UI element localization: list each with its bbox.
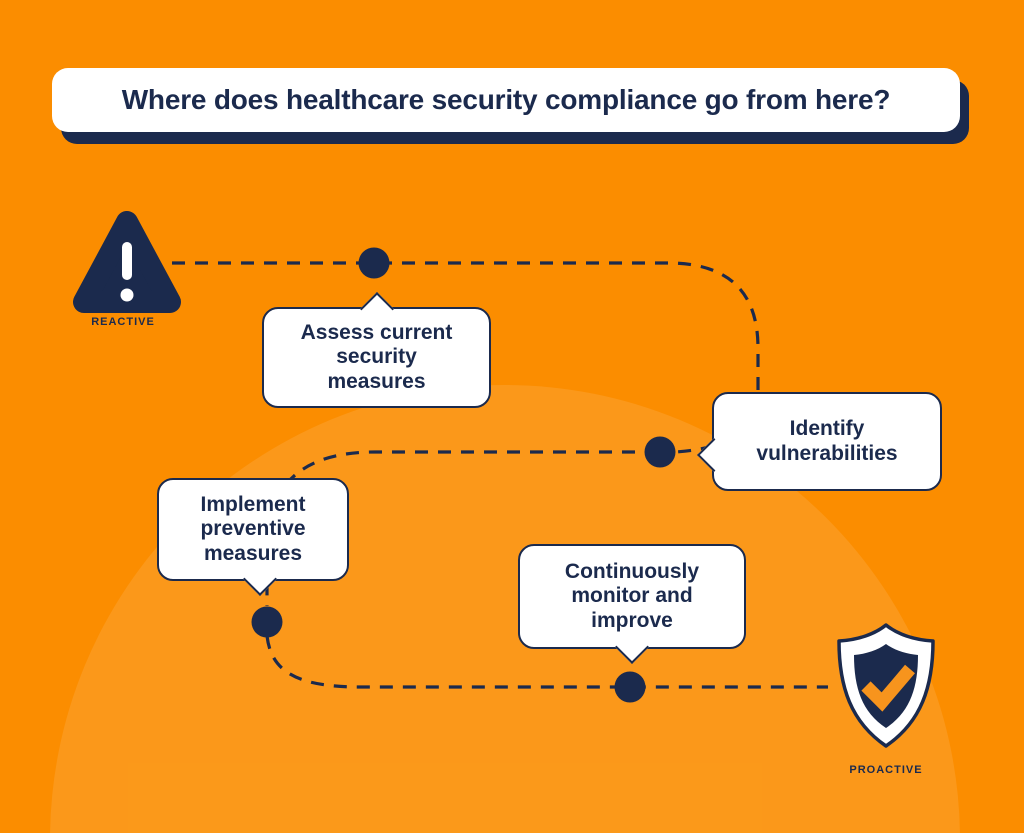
proactive-label: PROACTIVE [849, 764, 923, 776]
bubble-text-line: improve [591, 608, 673, 632]
bubble-text-line: preventive [200, 517, 306, 541]
bubble-text-line: Continuously [564, 559, 700, 583]
step-bubble-identify: Identify vulnerabilities [697, 392, 942, 491]
path-segment-middle [265, 450, 658, 606]
bubble-text-line: measures [203, 541, 303, 565]
waypoint-dot-1 [358, 247, 390, 279]
step-bubble-monitor: Continuously monitor and improve [518, 544, 746, 664]
reactive-label: REACTIVE [91, 316, 155, 328]
page-title: Where does healthcare security complianc… [121, 84, 891, 115]
bubble-text-line: Identify [789, 416, 865, 440]
bubble-text-line: monitor and [571, 584, 693, 608]
bubble-text-line: Assess current [300, 320, 453, 344]
bubble-text-line: measures [327, 369, 426, 393]
waypoint-dot-3 [251, 606, 283, 638]
bubble-text-line: vulnerabilities [756, 441, 898, 465]
title-banner: Where does healthcare security complianc… [52, 68, 960, 132]
waypoint-dot-2 [644, 436, 676, 468]
waypoint-dot-4 [614, 671, 646, 703]
step-bubble-implement: Implement preventive measures [157, 478, 349, 596]
shield-check-icon [837, 623, 935, 748]
step-bubble-assess: Assess current security measures [262, 292, 491, 408]
warning-triangle-icon [73, 211, 181, 313]
path-segment-bottom [265, 635, 828, 689]
bubble-text-line: Implement [200, 492, 306, 516]
bubble-text-line: security [336, 345, 417, 369]
